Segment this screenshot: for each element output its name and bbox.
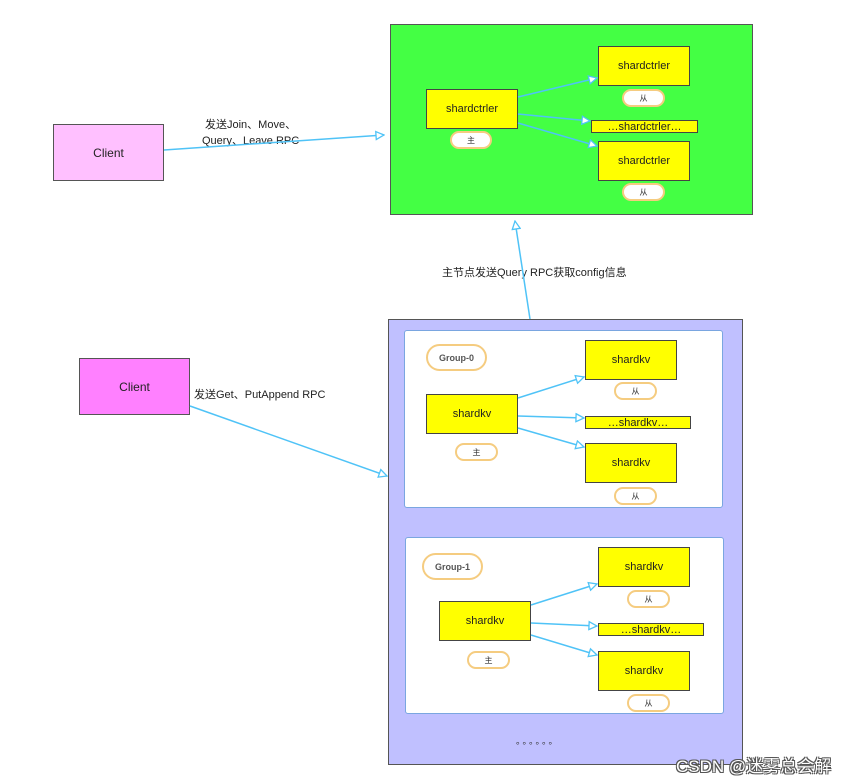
role-label: 主 xyxy=(484,655,493,665)
group-1-follower-role-badge: 从 xyxy=(627,590,670,608)
group-0-ellipsis-node: …shardkv… xyxy=(585,416,691,429)
role-label: 从 xyxy=(639,187,648,197)
group-1-leader-role-badge: 主 xyxy=(467,651,510,669)
client-kv-edge-label: 发送Get、PutAppend RPC xyxy=(194,389,326,401)
role-label: 主 xyxy=(472,447,481,457)
node-label: shardkv xyxy=(465,615,505,627)
group-0-follower-node: shardkv xyxy=(585,340,677,380)
role-label: 从 xyxy=(631,491,640,501)
node-label: shardkv xyxy=(611,457,651,469)
group-0-leader-node: shardkv xyxy=(426,394,518,434)
group-1-follower-node: shardkv xyxy=(598,547,690,587)
node-label: shardctrler xyxy=(618,60,670,72)
group-name: Group-0 xyxy=(439,352,474,363)
shardctrler-follower-role-badge: 从 xyxy=(622,89,665,107)
client-ctrler-edge-label-1: 发送Join、Move、 xyxy=(205,119,297,131)
node-label: …shardkv… xyxy=(620,623,682,636)
watermark: CSDN @迷雾总会解 xyxy=(676,757,832,776)
node-label: shardkv xyxy=(452,408,492,420)
group-0-follower-role-badge: 从 xyxy=(614,382,657,400)
group-0-follower-node: shardkv xyxy=(585,443,677,483)
more-groups-ellipsis: 。。。。。。 xyxy=(516,736,560,746)
client-2-label: Client xyxy=(119,379,150,394)
node-label: shardkv xyxy=(624,561,664,573)
group-1-leader-node: shardkv xyxy=(439,601,531,641)
role-label: 主 xyxy=(467,135,475,145)
shardctrler-follower-role-badge: 从 xyxy=(622,183,665,201)
role-label: 从 xyxy=(639,93,648,103)
group-0-label: Group-0 xyxy=(426,344,487,371)
group-name: Group-1 xyxy=(435,561,470,572)
role-label: 从 xyxy=(644,698,653,708)
group-1-follower-node: shardkv xyxy=(598,651,690,691)
role-label: 从 xyxy=(644,594,653,604)
node-label: shardctrler xyxy=(446,103,498,115)
group-1-ellipsis-node: …shardkv… xyxy=(598,623,704,636)
node-label: …shardkv… xyxy=(607,416,669,429)
group-0-leader-role-badge: 主 xyxy=(455,443,498,461)
node-label: shardkv xyxy=(624,665,664,677)
group-0-follower-role-badge: 从 xyxy=(614,487,657,505)
client-1: Client xyxy=(53,124,164,181)
shardctrler-follower-node: shardctrler xyxy=(598,46,690,86)
client-ctrler-edge-label-2: Query、Leave RPC xyxy=(202,135,300,147)
node-label: shardctrler xyxy=(618,155,670,167)
shardctrler-leader-node: shardctrler xyxy=(426,89,518,129)
group-1-follower-role-badge: 从 xyxy=(627,694,670,712)
shardctrler-ellipsis-node: …shardctrler… xyxy=(591,120,698,133)
role-label: 从 xyxy=(631,386,640,396)
node-label: …shardctrler… xyxy=(607,120,682,133)
arrow-client-to-shardkv xyxy=(189,405,387,476)
client-1-label: Client xyxy=(93,145,124,160)
client-2: Client xyxy=(79,358,190,415)
shardctrler-follower-node: shardctrler xyxy=(598,141,690,181)
group-1-label: Group-1 xyxy=(422,553,483,580)
kv-ctrler-edge-label: 主节点发送Query RPC获取config信息 xyxy=(442,267,627,279)
shardctrler-leader-role-badge: 主 xyxy=(450,131,492,149)
node-label: shardkv xyxy=(611,354,651,366)
